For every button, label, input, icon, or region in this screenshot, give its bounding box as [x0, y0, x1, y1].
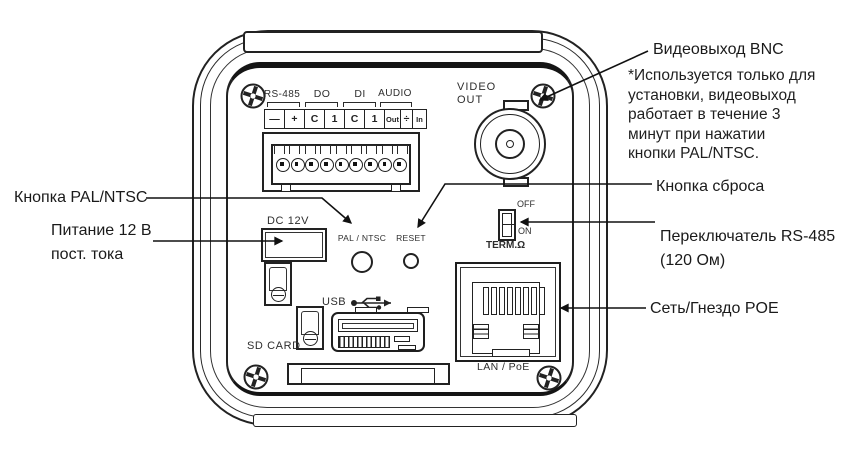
terminal-bracket-di — [343, 102, 376, 107]
terminal-bracket-rs485 — [267, 102, 300, 107]
camera-top-strip — [243, 31, 543, 53]
terminal-block-tabs — [274, 145, 408, 154]
screw-icon — [530, 83, 556, 109]
rj45-side-ledge — [473, 324, 489, 339]
screw-slot-icon — [302, 331, 318, 346]
terminal-cell: 1 — [325, 109, 345, 129]
bnc-ring — [480, 114, 540, 174]
terminal-cell: 1 — [365, 109, 385, 129]
terminal-bracket-audio — [380, 102, 412, 107]
usb-port-slot — [338, 319, 418, 332]
pal-ntsc-button — [351, 251, 373, 273]
camera-bottom-strip — [253, 414, 577, 427]
screw-icon — [240, 83, 266, 109]
switch-off-label: OFF — [517, 199, 535, 209]
terminal-block-pins — [276, 158, 407, 172]
bnc-center-pin — [506, 140, 514, 148]
terminal-cell: In — [413, 109, 427, 129]
annotation-rs485-switch: Переключатель RS-485 (120 Ом) — [660, 228, 836, 269]
rs485-term-switch-divider — [502, 224, 514, 225]
pal-ntsc-label: PAL / NTSC — [337, 233, 387, 243]
sd-card-slot-inner — [301, 368, 435, 385]
usb-port-contacts — [338, 336, 390, 348]
terminal-block-foot — [281, 184, 291, 192]
terminal-bracket-do — [305, 102, 338, 107]
terminal-cell-ground: ÷ — [401, 109, 413, 129]
terminal-group-rs485-label: RS-485 — [263, 89, 301, 100]
annotation-lan-poe: Сеть/Гнездо POE — [650, 300, 779, 317]
screw-slot-icon — [270, 287, 286, 302]
rj45-clip-tab — [492, 349, 530, 357]
annotation-reset-button: Кнопка сброса — [656, 178, 765, 195]
terminal-cell: C — [305, 109, 325, 129]
dc-plug-right — [296, 306, 324, 350]
usb-label: USB — [322, 296, 347, 308]
terminal-group-do-label: DO — [313, 88, 331, 100]
dc-plug-left — [264, 262, 292, 306]
annotation-power: Питание 12 В пост. тока — [51, 222, 152, 263]
terminal-cell: C — [345, 109, 365, 129]
lan-poe-label: LAN / PoE — [477, 361, 530, 373]
bnc-inner — [495, 129, 525, 159]
dc-connector-opening — [265, 232, 323, 258]
switch-term-label: TERM.Ω — [486, 240, 526, 251]
terminal-cell: + — [285, 109, 305, 129]
rs485-term-switch-slider — [502, 213, 512, 237]
screw-icon — [536, 365, 562, 391]
rj45-side-ledge — [523, 324, 539, 339]
rj45-pins — [483, 287, 545, 315]
annotation-bnc-note: *Используется только для установки, виде… — [628, 67, 816, 162]
dc-connector-housing — [261, 228, 327, 262]
dc-12v-label: DC 12V — [267, 215, 310, 227]
reset-button — [403, 253, 419, 269]
switch-on-label: ON — [518, 226, 532, 236]
terminal-cell: Out — [385, 109, 401, 129]
terminal-group-di-label: DI — [354, 88, 366, 100]
usb-port-detail — [398, 345, 416, 350]
usb-port-slot-inner — [342, 322, 414, 329]
reset-label: RESET — [396, 233, 426, 243]
terminal-block-connector — [262, 132, 420, 192]
terminal-block-foot — [391, 184, 401, 192]
annotation-pal-ntsc-button: Кнопка PAL/NTSC — [14, 189, 148, 206]
sd-card-label: SD CARD — [247, 340, 301, 352]
terminal-cell: — — [264, 109, 285, 129]
terminal-cell-row: — + C 1 C 1 Out ÷ In — [264, 109, 427, 129]
video-out-label: VIDEO OUT — [457, 81, 497, 106]
annotation-bnc-output: Видеовыход BNC — [653, 41, 784, 58]
terminal-group-audio-label: AUDIO — [378, 88, 412, 99]
screw-icon — [243, 364, 269, 390]
usb-port-detail — [394, 336, 410, 342]
